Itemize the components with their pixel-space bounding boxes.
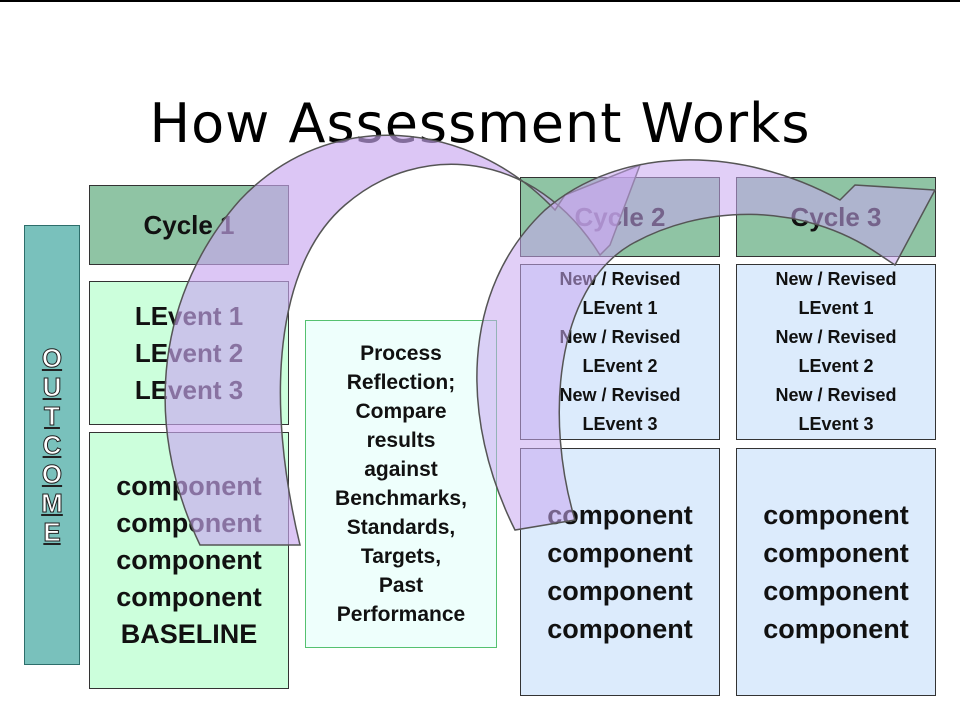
component-label: component <box>116 582 262 612</box>
levent-label: LEvent 2 <box>798 356 874 376</box>
outcome-letter: M <box>41 487 64 518</box>
cycle1-header-label: Cycle 1 <box>143 209 235 240</box>
component-label: component <box>547 500 693 530</box>
process-line: against <box>364 458 438 481</box>
outcome-letter: C <box>42 429 62 460</box>
process-line: results <box>366 429 436 452</box>
process-line: Performance <box>336 603 466 626</box>
cycle2-header: Cycle 2 <box>520 177 720 257</box>
levent-label: New / Revised <box>775 269 897 289</box>
component-label: component <box>763 538 909 568</box>
component-label: component <box>547 538 693 568</box>
levent-label: LEvent 2 <box>134 337 244 368</box>
levent-label: LEvent 1 <box>134 300 244 331</box>
process-line: Standards, <box>346 516 456 539</box>
levent-label: LEvent 2 <box>582 356 658 376</box>
levent-label: LEvent 1 <box>582 298 658 318</box>
levent-label: LEvent 1 <box>798 298 874 318</box>
levent-label: New / Revised <box>559 327 681 347</box>
levent-label: New / Revised <box>775 385 897 405</box>
cycle2-levents-box: New / Revised LEvent 1 New / Revised LEv… <box>520 264 720 440</box>
page-title: How Assessment Works <box>149 92 811 155</box>
component-label: component <box>547 614 693 644</box>
outcome-letter: U <box>42 371 62 402</box>
cycle1-levents-box: LEvent 1 LEvent 2 LEvent 3 <box>89 281 289 425</box>
cycle2-components-box: component component component component <box>520 448 720 696</box>
process-line: Benchmarks, <box>335 487 467 510</box>
cycle3-header-label: Cycle 3 <box>790 201 882 232</box>
cycle1-components-box: component component component component … <box>89 432 289 689</box>
levent-label: New / Revised <box>559 385 681 405</box>
component-label: component <box>116 508 262 538</box>
process-line: Reflection; <box>346 371 456 394</box>
outcome-letter: O <box>41 458 63 489</box>
process-line: Process <box>360 342 442 365</box>
top-rule <box>0 0 960 2</box>
component-label: component <box>547 576 693 606</box>
outcome-letter: O <box>41 342 63 373</box>
component-label: component <box>116 471 262 501</box>
component-label: component <box>763 614 909 644</box>
levent-label: New / Revised <box>775 327 897 347</box>
process-reflection-box: Process Reflection; Compare results agai… <box>305 320 497 648</box>
baseline-label: BASELINE <box>120 619 258 649</box>
cycle3-header: Cycle 3 <box>736 177 936 257</box>
cycle3-components-box: component component component component <box>736 448 936 696</box>
process-line: Past <box>378 574 424 597</box>
cycle1-header: Cycle 1 <box>89 185 289 265</box>
levent-label: LEvent 3 <box>798 414 874 434</box>
process-line: Targets, <box>360 545 442 568</box>
cycle3-levents-box: New / Revised LEvent 1 New / Revised LEv… <box>736 264 936 440</box>
outcome-bar: O U T C O M E <box>24 225 80 665</box>
cycle2-header-label: Cycle 2 <box>574 201 666 232</box>
process-line: Compare <box>355 400 447 423</box>
component-label: component <box>763 500 909 530</box>
levent-label: New / Revised <box>559 269 681 289</box>
levent-label: LEvent 3 <box>582 414 658 434</box>
component-label: component <box>116 545 262 575</box>
component-label: component <box>763 576 909 606</box>
outcome-letter: T <box>44 400 61 431</box>
outcome-letter: E <box>43 516 61 547</box>
levent-label: LEvent 3 <box>134 374 244 405</box>
